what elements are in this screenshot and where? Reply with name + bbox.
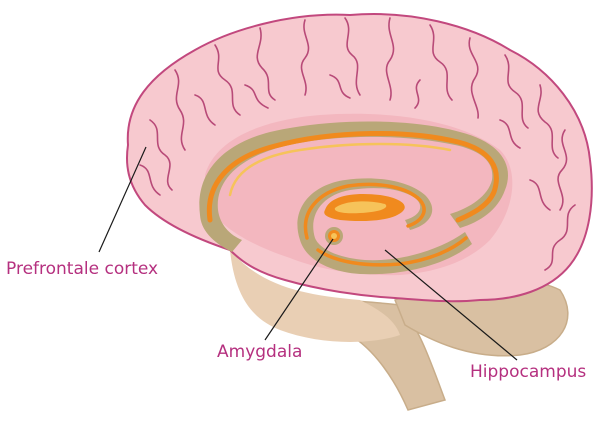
amygdala-structure xyxy=(325,227,343,245)
prefrontal-pointer xyxy=(99,147,146,252)
label-prefrontal-cortex: Prefrontale cortex xyxy=(6,259,158,279)
label-hippocampus: Hippocampus xyxy=(470,362,586,382)
label-amygdala: Amygdala xyxy=(217,342,302,362)
